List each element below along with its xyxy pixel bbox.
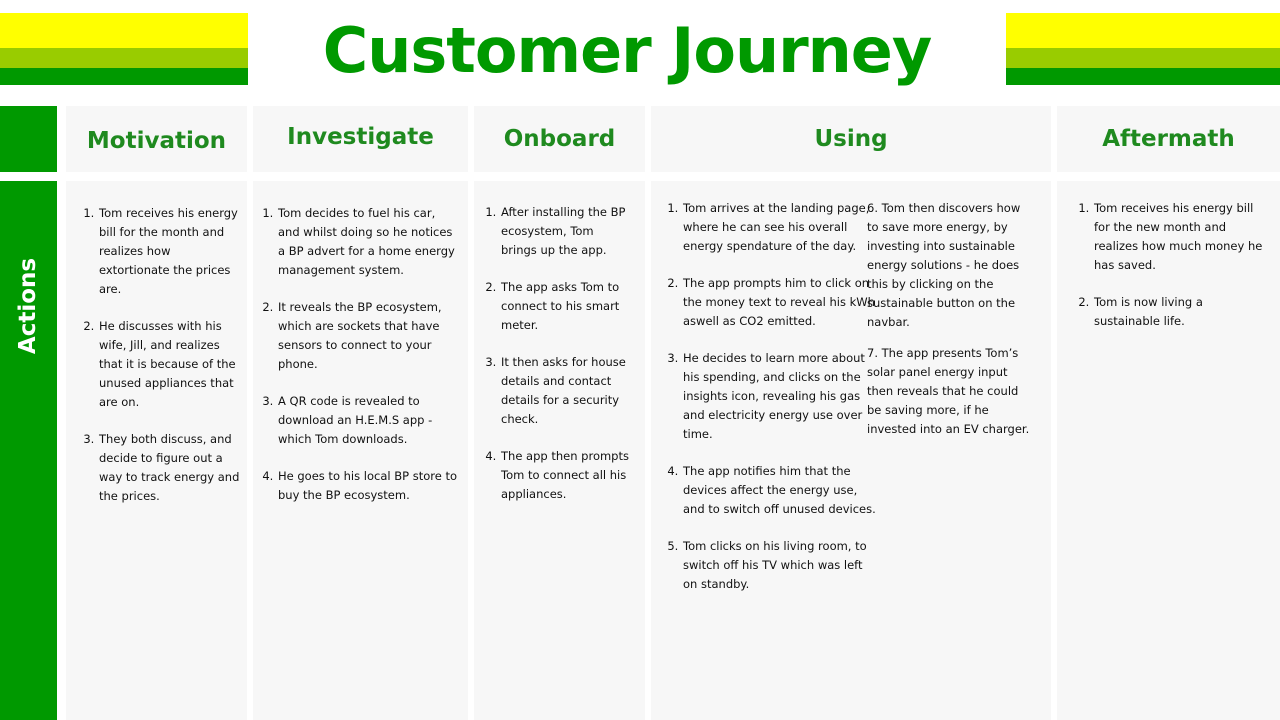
action-item: Tom receives his energy bill for the mon…	[98, 204, 241, 299]
action-item: Tom receives his energy bill for the new…	[1093, 199, 1270, 275]
action-item: 6. Tom then discovers how to save more e…	[867, 201, 1021, 329]
action-item: Tom decides to fuel his car, and whilst …	[277, 204, 458, 280]
stage-cell-onboard: After installing the BP ecosystem, Tom b…	[474, 181, 645, 720]
action-list-investigate: Tom decides to fuel his car, and whilst …	[253, 204, 458, 505]
action-item: It reveals the BP ecosystem, which are s…	[277, 298, 458, 374]
banner-stripe-yellow-left	[0, 13, 248, 48]
stage-cell-motivation: Tom receives his energy bill for the mon…	[66, 181, 247, 720]
action-item: A QR code is revealed to download an H.E…	[277, 392, 458, 449]
stage-header-investigate: Investigate	[253, 106, 468, 172]
action-list-motivation: Tom receives his energy bill for the mon…	[66, 204, 241, 506]
banner-stripe-lime-left	[0, 48, 248, 68]
row-label-actions: Actions	[0, 181, 57, 431]
action-item: He discusses with his wife, Jill, and re…	[98, 317, 241, 412]
row-label-text: Actions	[15, 257, 42, 355]
stage-cell-aftermath: Tom receives his energy bill for the new…	[1057, 181, 1280, 720]
action-item: Tom clicks on his living room, to switch…	[682, 537, 879, 594]
action-item: After installing the BP ecosystem, Tom b…	[500, 203, 631, 260]
action-item: 7. The app presents Tom’s solar panel en…	[867, 346, 1030, 436]
action-item: The app then prompts Tom to connect all …	[500, 447, 631, 504]
action-list-using: Tom arrives at the landing page, where h…	[651, 199, 879, 612]
banner-stripe-yellow-right	[1006, 13, 1280, 48]
action-item: The app notifies him that the devices af…	[682, 462, 879, 519]
side-header-cell	[0, 106, 57, 172]
banner-stripe-green-left	[0, 68, 248, 85]
action-item: He goes to his local BP store to buy the…	[277, 467, 458, 505]
page-title: Customer Journey	[248, 0, 1006, 100]
stage-header-motivation: Motivation	[66, 106, 247, 172]
action-list-onboard: After installing the BP ecosystem, Tom b…	[474, 203, 631, 504]
stage-header-onboard: Onboard	[474, 106, 645, 172]
action-item: The app prompts him to click on the mone…	[682, 274, 879, 331]
action-item: It then asks for house details and conta…	[500, 353, 631, 429]
action-item: They both discuss, and decide to figure …	[98, 430, 241, 506]
action-item: He decides to learn more about his spend…	[682, 349, 879, 444]
action-list-aftermath: Tom receives his energy bill for the new…	[1057, 199, 1270, 331]
stage-header-using: Using	[651, 106, 1051, 172]
side-actions-cell	[0, 181, 57, 720]
banner-stripe-green-right	[1006, 68, 1280, 85]
stage-cell-using: Tom arrives at the landing page, where h…	[651, 181, 1051, 720]
action-item: Tom arrives at the landing page, where h…	[682, 199, 879, 256]
stage-cell-investigate: Tom decides to fuel his car, and whilst …	[253, 181, 468, 720]
action-list-using-continued: 6. Tom then discovers how to save more e…	[867, 199, 1031, 451]
action-item: The app asks Tom to connect to his smart…	[500, 278, 631, 335]
action-item: Tom is now living a sustainable life.	[1093, 293, 1270, 331]
banner-stripe-lime-right	[1006, 48, 1280, 68]
stage-header-aftermath: Aftermath	[1057, 106, 1280, 172]
